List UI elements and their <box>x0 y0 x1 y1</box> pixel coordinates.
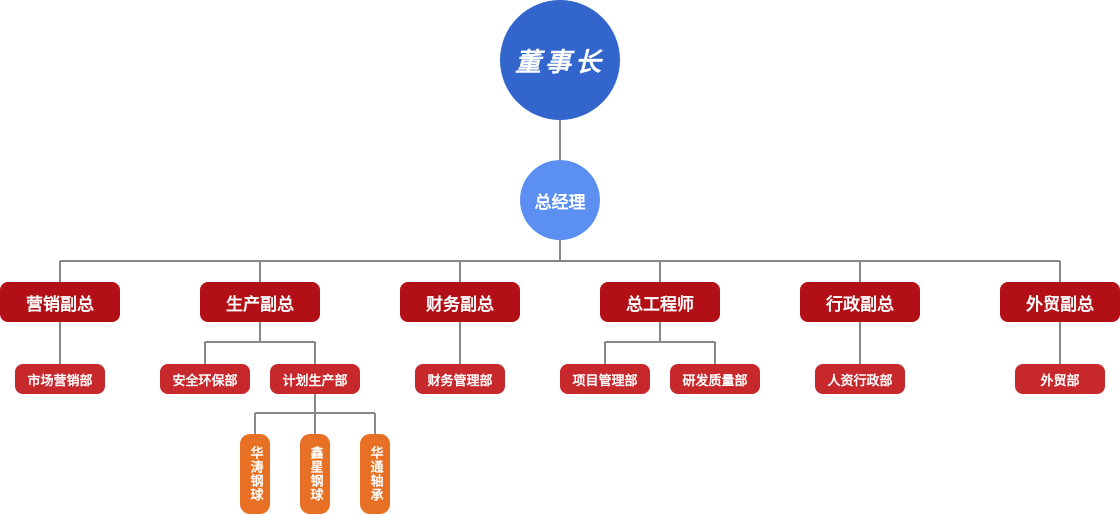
vp-finance-node: 财务副总 <box>400 282 520 322</box>
chairman-node: 董事长 <box>500 0 620 120</box>
dept-foreign-trade: 外贸部 <box>1015 364 1105 394</box>
vp-production-node: 生产副总 <box>200 282 320 322</box>
vp-admin-node: 行政副总 <box>800 282 920 322</box>
dept-project-mgmt: 项目管理部 <box>560 364 650 394</box>
subsidiary-huatao: 华涛钢球 <box>240 434 270 514</box>
subsidiary-huatong: 华通轴承 <box>360 434 390 514</box>
vp-marketing-node: 营销副总 <box>0 282 120 322</box>
dept-market-marketing: 市场营销部 <box>15 364 105 394</box>
chief-engineer-node: 总工程师 <box>600 282 720 322</box>
dept-production-planning: 计划生产部 <box>270 364 360 394</box>
dept-hr-admin: 人资行政部 <box>815 364 905 394</box>
dept-finance-mgmt: 财务管理部 <box>415 364 505 394</box>
vp-foreign-trade-node: 外贸副总 <box>1000 282 1120 322</box>
dept-rd-quality: 研发质量部 <box>670 364 760 394</box>
general-manager-node: 总经理 <box>520 160 600 240</box>
subsidiary-xinxing: 鑫星钢球 <box>300 434 330 514</box>
dept-safety-env: 安全环保部 <box>160 364 250 394</box>
